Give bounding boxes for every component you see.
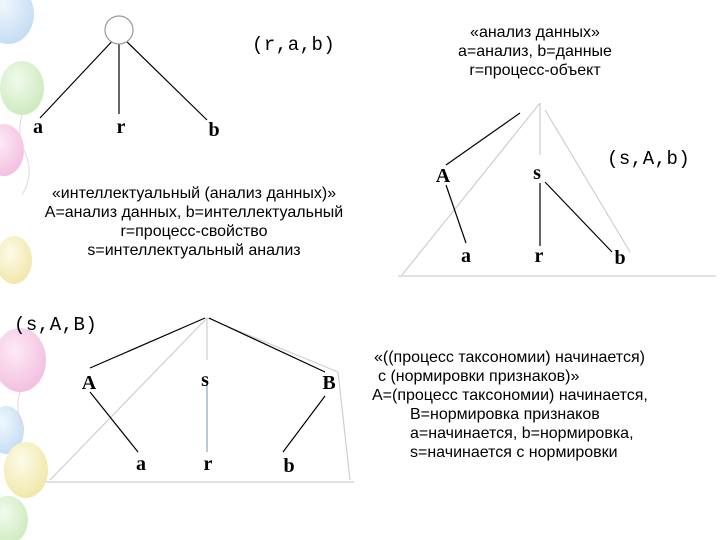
description-line: s=интеллектуальный анализ [87, 242, 301, 259]
tree-right-leaf-a: a [461, 245, 471, 267]
tree-right-node-s: s [533, 162, 541, 184]
tree-bottom-leaf-r: r [204, 453, 213, 475]
tree-bottom-node-B: B [322, 372, 335, 394]
tree-top-leaf-a: a [33, 116, 43, 138]
tree-bottom: A s B a r b [46, 317, 354, 483]
description-line: «анализ данных» [470, 24, 600, 41]
description-line: «интеллектуальный (анализ данных)» [51, 185, 337, 202]
balloon-decoration [0, 0, 48, 540]
root-node [104, 15, 134, 45]
tree-top-leaf-b: b [208, 119, 219, 141]
tree-bottom-node-s: s [201, 369, 209, 391]
formula-top: (r,a,b) [252, 34, 336, 56]
tree-right-node-A: A [436, 165, 451, 187]
tree-top-leaf-r: r [117, 116, 126, 138]
formula-right: (s,A,b) [607, 148, 691, 170]
formula-bottom: (s,A,B) [14, 314, 98, 336]
tree-bottom-leaf-b: b [283, 455, 294, 477]
tree-right-leaf-b: b [614, 247, 625, 269]
description-line: с (нормировки признаков)» [378, 368, 580, 385]
description-line: «((процесс таксономии) начинается) [374, 349, 645, 366]
tree-right-leaf-r: r [535, 245, 544, 267]
tree-bottom-leaf-a: a [136, 453, 146, 475]
description-line: B=нормировка признаков [410, 406, 600, 423]
tree-top: a r b [33, 15, 220, 141]
description-line: a=анализ, b=данные [458, 43, 612, 60]
description-bottom-right: «((процесс таксономии) начинается) с (но… [372, 348, 718, 462]
description-line: A=(процесс таксономии) начинается, [372, 387, 648, 404]
description-top-right: «анализ данных» a=анализ, b=данные r=про… [430, 23, 640, 80]
description-line: r=процесс-объект [469, 62, 601, 79]
description-middle-left: «интеллектуальный (анализ данных)» A=ана… [4, 184, 384, 260]
tree-right: A s a r b [398, 102, 716, 277]
tree-bottom-node-A: A [82, 372, 97, 394]
description-line: s=начинается с нормировки [410, 444, 618, 461]
description-line: A=анализ данных, b=интеллектуальный [44, 204, 344, 221]
description-line: a=начинается, b=нормировка, [410, 425, 634, 442]
description-line: r=процесс-свойство [120, 223, 268, 240]
